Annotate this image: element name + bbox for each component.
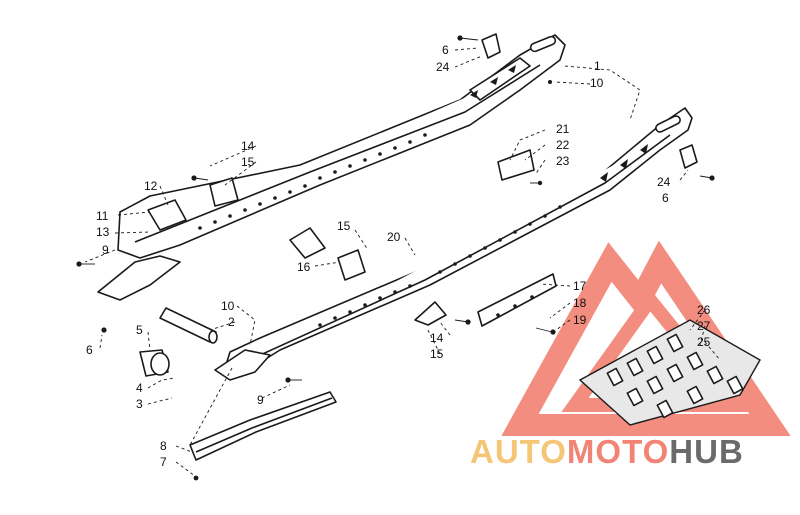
callout-7: 7 bbox=[160, 455, 167, 469]
callout-19: 19 bbox=[573, 313, 587, 327]
cross-shaft bbox=[159, 307, 218, 344]
slide-blocks bbox=[477, 149, 557, 327]
callout-23: 23 bbox=[556, 154, 570, 168]
mounting-brackets bbox=[147, 33, 698, 326]
callout-16: 16 bbox=[297, 260, 311, 274]
slide-block-holes bbox=[496, 295, 534, 317]
callout-labels: 1 10 6 24 21 22 23 24 6 14 15 12 11 13 9… bbox=[86, 43, 711, 469]
watermark-text-auto: AUTO bbox=[470, 433, 567, 470]
callout-6-upper: 6 bbox=[442, 43, 449, 57]
callout-20: 20 bbox=[387, 230, 401, 244]
callout-24-upper: 24 bbox=[436, 60, 450, 74]
callout-17: 17 bbox=[573, 279, 587, 293]
leader-lines bbox=[84, 47, 721, 477]
svg-text:AUTOMOTOHUB: AUTOMOTOHUB bbox=[470, 433, 744, 470]
callout-12: 12 bbox=[144, 179, 158, 193]
watermark-wordmark: AUTOMOTOHUB bbox=[470, 433, 744, 470]
callout-14-upper: 14 bbox=[241, 139, 255, 153]
callout-24-right: 24 bbox=[657, 175, 671, 189]
callout-6-left: 6 bbox=[86, 343, 93, 357]
lower-rail-holes bbox=[318, 205, 562, 327]
upper-rail bbox=[97, 34, 566, 301]
bolts bbox=[76, 35, 715, 481]
track-clips bbox=[578, 319, 761, 426]
callout-13: 13 bbox=[96, 225, 110, 239]
callout-25: 25 bbox=[697, 335, 711, 349]
watermark-text-moto: MOTO bbox=[567, 433, 669, 470]
callout-9-upper: 9 bbox=[102, 243, 109, 257]
callout-14-lower: 14 bbox=[430, 331, 444, 345]
callout-15-upper: 15 bbox=[241, 155, 255, 169]
callout-5: 5 bbox=[136, 323, 143, 337]
callout-4: 4 bbox=[136, 381, 143, 395]
callout-6-right: 6 bbox=[662, 191, 669, 205]
callout-3: 3 bbox=[136, 397, 143, 411]
callout-10-upper: 10 bbox=[590, 76, 604, 90]
callout-11: 11 bbox=[96, 209, 109, 223]
track-clip-lugs bbox=[606, 333, 744, 419]
callout-9-lower: 9 bbox=[257, 393, 264, 407]
callout-1: 1 bbox=[594, 59, 601, 73]
callout-21: 21 bbox=[556, 122, 570, 136]
callout-27: 27 bbox=[697, 319, 711, 333]
watermark-text-hub: HUB bbox=[669, 433, 744, 470]
idler-wheel bbox=[139, 349, 170, 377]
callout-8: 8 bbox=[160, 439, 167, 453]
callout-10-lower: 10 bbox=[221, 299, 235, 313]
upper-rail-holes bbox=[198, 133, 427, 230]
callout-2: 2 bbox=[228, 315, 235, 329]
callout-15-lower: 15 bbox=[430, 347, 444, 361]
callout-22: 22 bbox=[556, 138, 570, 152]
callout-15-middle: 15 bbox=[337, 219, 351, 233]
wear-strip bbox=[189, 391, 337, 461]
watermark-triangle-outer bbox=[501, 240, 791, 436]
callout-26: 26 bbox=[697, 303, 711, 317]
lower-rail bbox=[214, 107, 693, 381]
callout-18: 18 bbox=[573, 296, 587, 310]
